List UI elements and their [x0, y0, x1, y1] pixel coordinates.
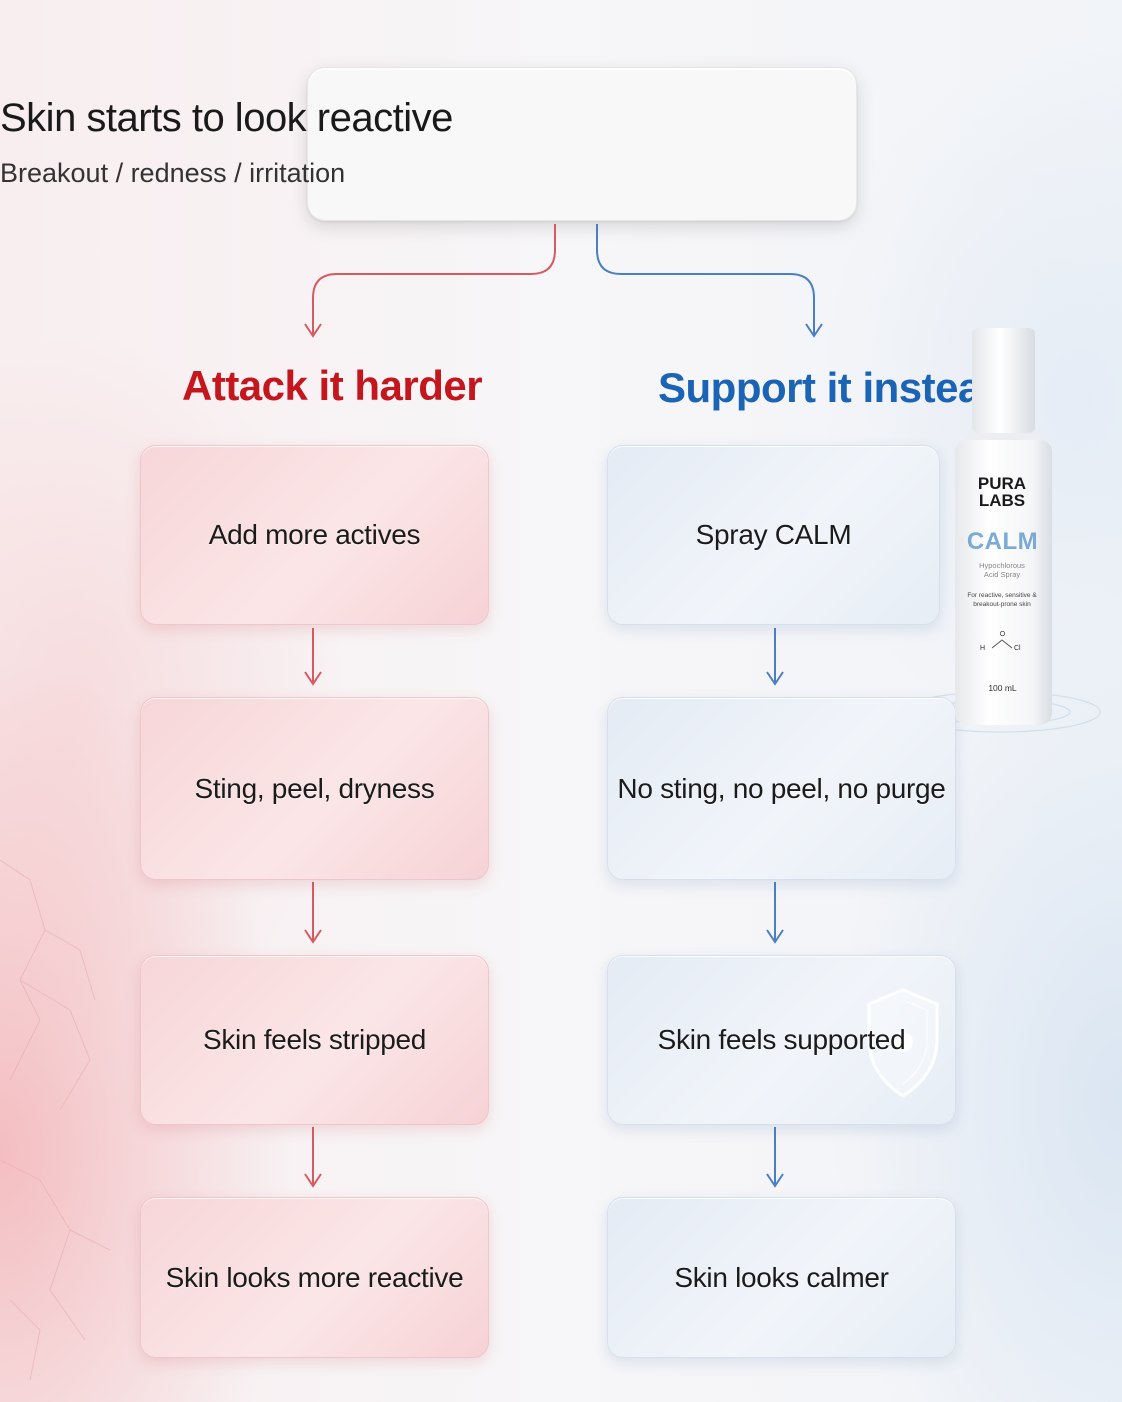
left-step-2: Sting, peel, dryness: [140, 697, 489, 880]
right-step-4: Skin looks calmer: [607, 1197, 956, 1358]
right-step-2-label: No sting, no peel, no purge: [617, 772, 946, 804]
start-node: [307, 67, 857, 221]
start-title: Skin starts to look reactive: [0, 96, 453, 140]
left-step-4: Skin looks more reactive: [140, 1197, 489, 1358]
formula-h: H: [980, 645, 986, 652]
left-branch-connector: [304, 224, 556, 338]
product-description: Hypochlorous Acid Spray: [979, 561, 1025, 579]
left-step-4-label: Skin looks more reactive: [165, 1261, 464, 1293]
right-step-2: No sting, no peel, no purge: [607, 697, 956, 880]
left-step-3: Skin feels stripped: [140, 955, 489, 1125]
arrow-down-icon: [766, 628, 784, 686]
right-step-4-label: Skin looks calmer: [674, 1261, 889, 1293]
product-volume: 100 mL: [988, 683, 1017, 693]
right-step-3: Skin feels supported: [607, 955, 956, 1125]
left-step-3-label: Skin feels stripped: [202, 1024, 427, 1055]
left-step-2-label: Sting, peel, dryness: [194, 772, 435, 804]
shield-icon: [867, 988, 939, 1098]
right-step-3-label: Skin feels supported: [657, 1024, 906, 1055]
right-branch-connector: [596, 224, 823, 338]
formula-cl: Cl: [1014, 645, 1021, 652]
start-subtitle: Breakout / redness / irritation: [0, 158, 346, 188]
left-step-1-label: Add more actives: [208, 519, 421, 550]
left-step-1: Add more actives: [140, 445, 489, 625]
product-brand: PURA LABS: [977, 474, 1027, 510]
bottle-shape: [955, 328, 1052, 725]
arrow-down-icon: [304, 882, 322, 944]
arrow-down-icon: [304, 1127, 322, 1188]
formula-o: O: [999, 631, 1006, 638]
product-note: For reactive, sensitive & breakout-prone…: [967, 592, 1037, 608]
right-step-1: Spray CALM: [607, 445, 940, 625]
left-branch-heading: Attack it harder: [182, 362, 483, 409]
product-name: CALM: [966, 528, 1039, 555]
right-step-1-label: Spray CALM: [695, 519, 852, 550]
arrow-down-icon: [766, 882, 784, 944]
arrow-down-icon: [304, 628, 322, 686]
product-bottle: PURA LABS CALM Hypochlorous Acid Spray F…: [940, 325, 1065, 740]
right-branch-heading: Support it instead: [658, 364, 1007, 411]
arrow-down-icon: [766, 1127, 784, 1188]
